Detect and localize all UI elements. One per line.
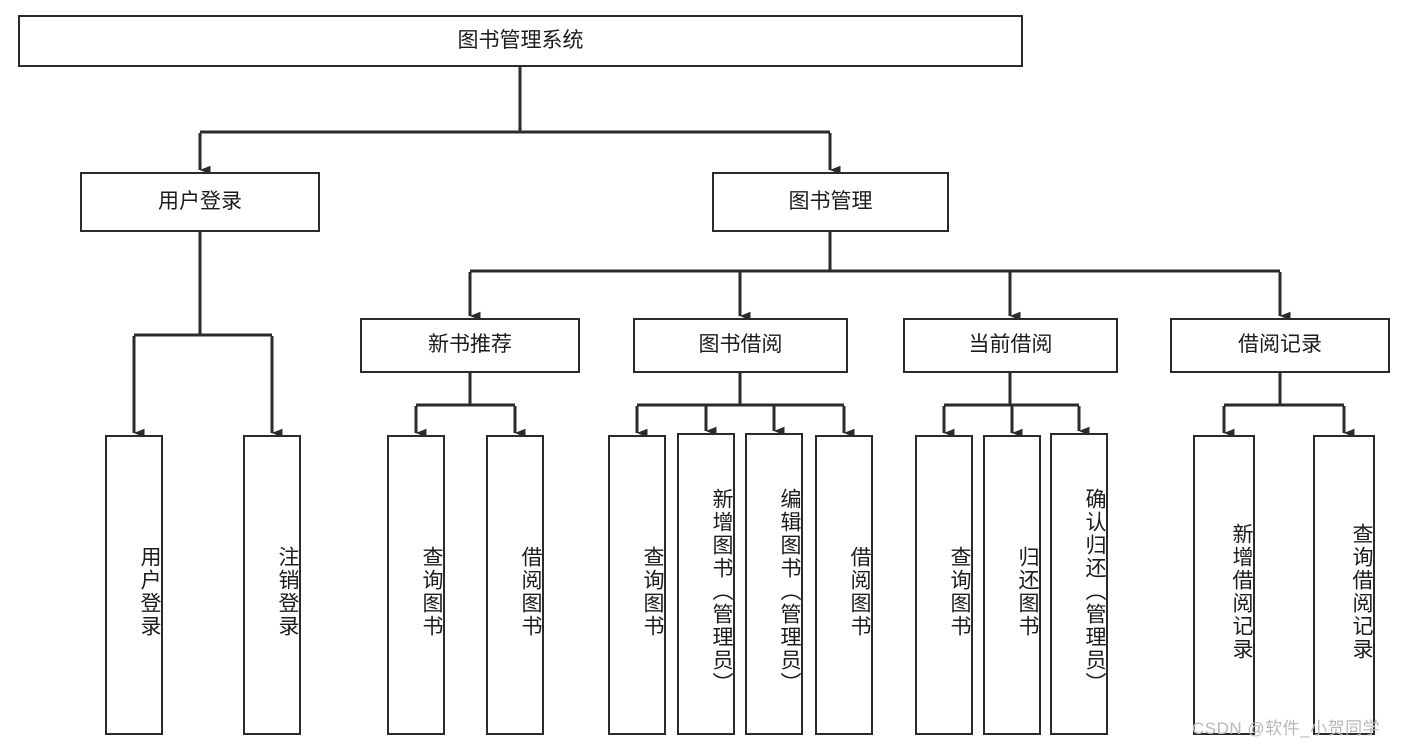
node-label-borrow: 图书借阅 (698, 333, 783, 357)
node-leaf_addrec[interactable]: 新增借阅记录 (1193, 435, 1255, 735)
node-label-user_login: 用户登录 (158, 189, 242, 213)
node-label-book_mgmt: 图书管理 (788, 189, 873, 213)
node-leaf_login[interactable]: 用户登录 (105, 435, 163, 735)
node-label-leaf_b1: 借阅图书 (519, 546, 542, 638)
node-new_rec[interactable]: 新书推荐 (360, 318, 580, 373)
node-label-leaf_login: 用户登录 (138, 546, 161, 638)
node-leaf_return[interactable]: 归还图书 (983, 435, 1041, 735)
node-leaf_add[interactable]: 新增图书（管理员） (677, 433, 735, 735)
node-label-root: 图书管理系统 (457, 28, 584, 52)
node-label-leaf_add: 新增图书（管理员） (710, 487, 733, 695)
node-label-leaf_addrec: 新增借阅记录 (1230, 523, 1253, 661)
node-leaf_b2[interactable]: 借阅图书 (815, 435, 873, 735)
node-label-new_rec: 新书推荐 (428, 333, 512, 357)
node-leaf_q2[interactable]: 查询图书 (608, 435, 666, 735)
node-label-records: 借阅记录 (1238, 333, 1322, 357)
node-leaf_q1[interactable]: 查询图书 (387, 435, 445, 735)
node-label-current: 当前借阅 (968, 333, 1053, 357)
node-user_login[interactable]: 用户登录 (80, 172, 320, 232)
node-root[interactable]: 图书管理系统 (18, 15, 1023, 67)
node-label-leaf_b2: 借阅图书 (848, 546, 871, 638)
node-book_mgmt[interactable]: 图书管理 (712, 172, 949, 232)
node-label-leaf_qrec: 查询借阅记录 (1350, 523, 1373, 661)
node-leaf_q3[interactable]: 查询图书 (915, 435, 973, 735)
node-label-leaf_q2: 查询图书 (641, 546, 664, 638)
node-leaf_confirm[interactable]: 确认归还（管理员） (1050, 433, 1108, 735)
csdn-watermark: CSDN @软件_小贺同学 (1192, 719, 1381, 738)
node-borrow[interactable]: 图书借阅 (633, 318, 848, 373)
node-leaf_qrec[interactable]: 查询借阅记录 (1313, 435, 1375, 735)
node-label-leaf_logout: 注销登录 (276, 546, 299, 638)
node-label-leaf_q3: 查询图书 (948, 546, 971, 638)
node-label-leaf_q1: 查询图书 (420, 546, 443, 638)
node-records[interactable]: 借阅记录 (1170, 318, 1390, 373)
node-leaf_b1[interactable]: 借阅图书 (486, 435, 544, 735)
node-label-leaf_return: 归还图书 (1016, 546, 1039, 638)
node-label-leaf_confirm: 确认归还（管理员） (1083, 487, 1106, 695)
node-leaf_edit[interactable]: 编辑图书（管理员） (745, 433, 803, 735)
node-leaf_logout[interactable]: 注销登录 (243, 435, 301, 735)
node-label-leaf_edit: 编辑图书（管理员） (778, 487, 801, 695)
node-current[interactable]: 当前借阅 (903, 318, 1118, 373)
